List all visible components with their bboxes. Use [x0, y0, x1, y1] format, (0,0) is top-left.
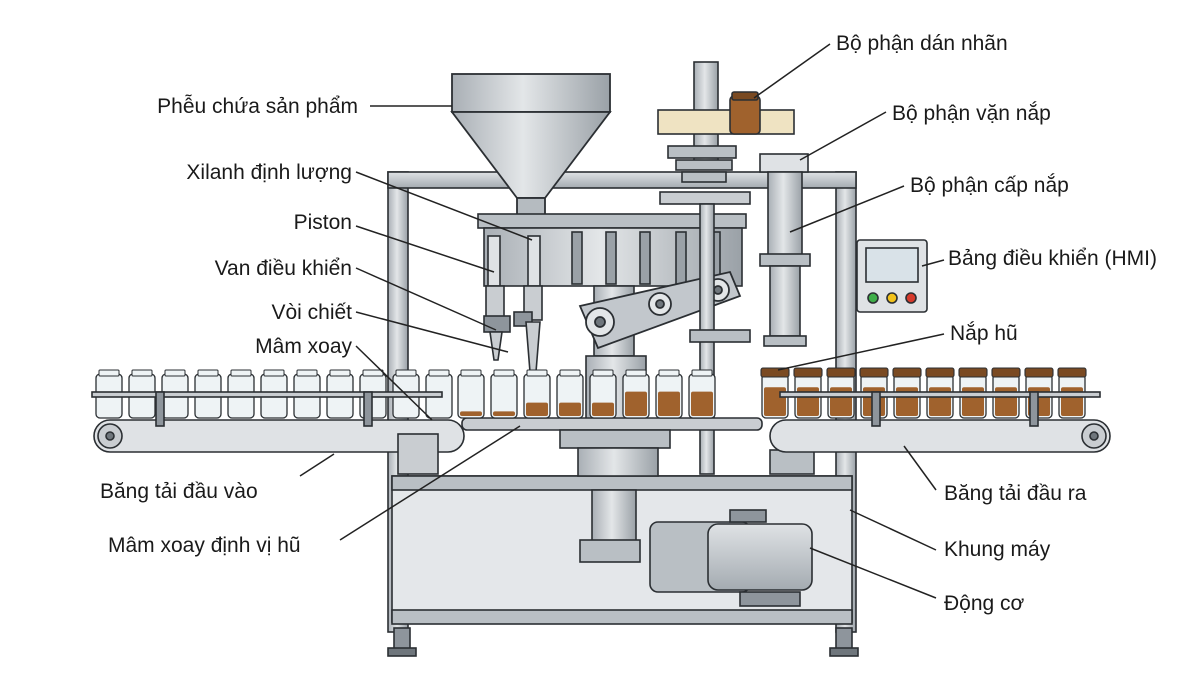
- jar: [589, 369, 617, 419]
- leader-lines: [299, 43, 945, 599]
- label-jar-positioning-table: Mâm xoay định vị hũ: [108, 534, 301, 557]
- label-capping-unit: Bộ phận vặn nắp: [892, 102, 1051, 125]
- label-piston: Piston: [293, 211, 352, 234]
- jar: [556, 369, 584, 419]
- outfeed-conveyor: [769, 419, 1111, 453]
- label-outfeed-conveyor: Băng tải đầu ra: [944, 482, 1087, 505]
- jar: [457, 369, 485, 419]
- label-motor: Động cơ: [944, 592, 1025, 615]
- infeed-conveyor: [93, 419, 465, 475]
- jar: [622, 369, 650, 419]
- jar: [523, 369, 551, 419]
- jar: [688, 369, 716, 419]
- label-dosing-cylinder: Xilanh định lượng: [186, 161, 352, 184]
- hopper: [450, 73, 612, 217]
- cap-feeder: [759, 153, 811, 347]
- hmi-panel: [856, 239, 928, 313]
- jar: [655, 369, 683, 419]
- label-hmi-panel: Bảng điều khiển (HMI): [948, 247, 1157, 270]
- label-filling-nozzle: Vòi chiết: [271, 301, 352, 324]
- label-hopper: Phễu chứa sản phẩm: [157, 95, 358, 118]
- label-cap-feeder: Bộ phận cấp nắp: [910, 174, 1069, 197]
- label-machine-frame: Khung máy: [944, 538, 1051, 561]
- label-control-valve: Van điều khiển: [214, 257, 352, 280]
- label-labeling-unit: Bộ phận dán nhãn: [836, 32, 1008, 55]
- label-rotary-table: Mâm xoay: [255, 335, 352, 358]
- label-infeed-conveyor: Băng tải đầu vào: [100, 480, 258, 503]
- motor: [579, 489, 813, 607]
- label-jar-lid: Nắp hũ: [950, 322, 1018, 345]
- guide-rails: [91, 391, 1101, 427]
- jar: [490, 369, 518, 419]
